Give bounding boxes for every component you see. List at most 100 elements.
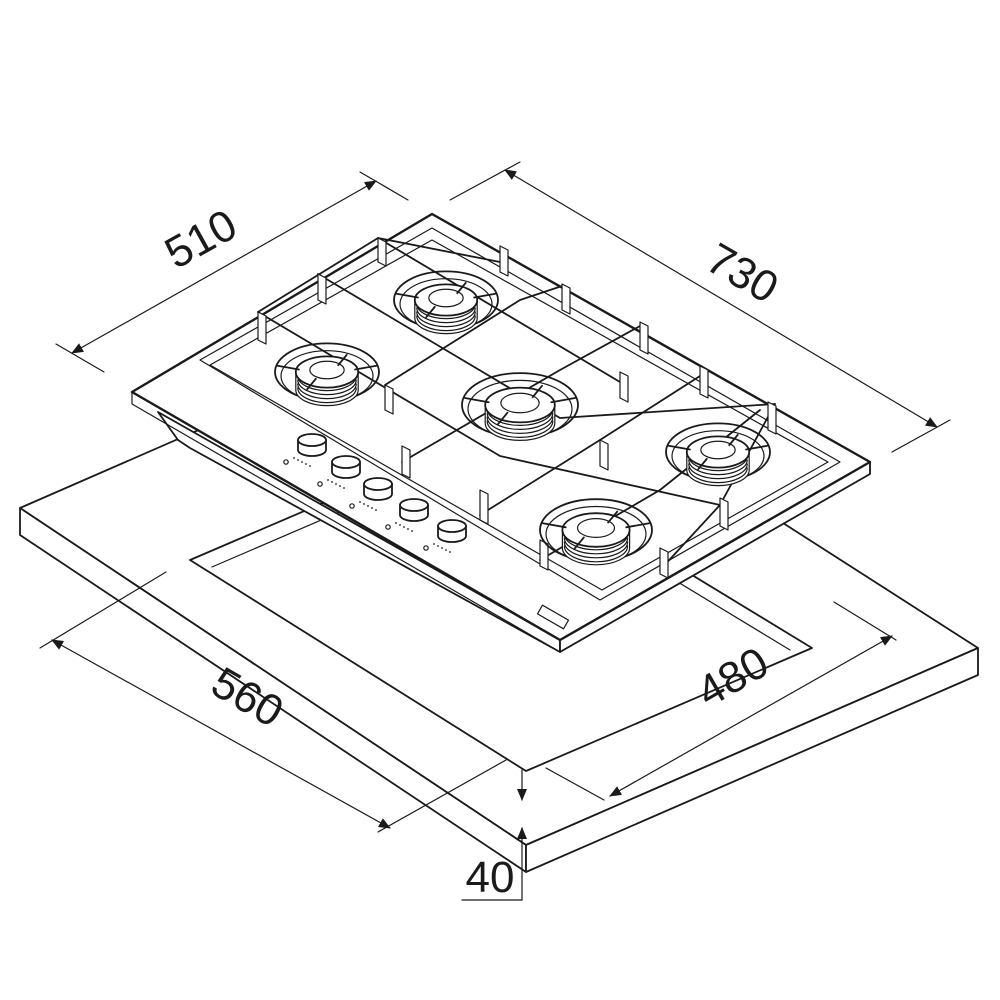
knob-scale-dot bbox=[339, 485, 341, 487]
extension-line bbox=[449, 161, 521, 201]
burner-ridge bbox=[563, 537, 629, 555]
support-finger bbox=[607, 510, 619, 524]
knob-top bbox=[437, 519, 467, 533]
knob-scale-dot bbox=[301, 461, 303, 463]
support-finger bbox=[463, 397, 490, 404]
burner-symbol-icon bbox=[423, 545, 429, 551]
burner-ridge bbox=[416, 307, 476, 324]
burner bbox=[539, 498, 653, 566]
control-knob[interactable] bbox=[317, 455, 361, 489]
burner-ridge bbox=[416, 303, 476, 320]
dimension-line-510 bbox=[71, 180, 377, 354]
support-finger bbox=[625, 522, 651, 529]
dimension-label-730: 730 bbox=[698, 234, 786, 313]
support-finger bbox=[354, 364, 378, 371]
burner bbox=[274, 342, 380, 407]
burner-ridge bbox=[297, 387, 357, 404]
burner-ridge bbox=[297, 379, 357, 396]
grid-riser bbox=[561, 283, 571, 315]
burner-ridge bbox=[297, 375, 357, 392]
burner-ridge bbox=[688, 455, 748, 472]
knob-scale-dot bbox=[395, 522, 397, 524]
grid-riser bbox=[384, 384, 394, 415]
extension-line bbox=[55, 343, 105, 373]
knob-scale-dot bbox=[293, 457, 295, 459]
control-knob[interactable] bbox=[385, 498, 429, 532]
support-finger bbox=[337, 353, 348, 367]
knob-scale-dot bbox=[371, 507, 373, 509]
grid-riser bbox=[767, 401, 777, 435]
knob-scale-dot bbox=[411, 530, 413, 532]
brand-badge bbox=[536, 604, 570, 630]
grid-riser bbox=[257, 311, 267, 345]
burner-symbol-icon bbox=[349, 503, 355, 509]
burner-cap-center bbox=[428, 288, 464, 308]
burner-ridge bbox=[563, 545, 629, 563]
dimension-line-480 bbox=[609, 635, 893, 797]
burner-ridge bbox=[563, 533, 629, 551]
control-knob[interactable] bbox=[423, 519, 467, 553]
support-finger bbox=[425, 305, 436, 319]
knob-scale-dot bbox=[327, 479, 329, 481]
knob-scale-dot bbox=[343, 487, 345, 489]
support-finger bbox=[456, 281, 467, 295]
grid-riser bbox=[401, 445, 411, 479]
knob-scale-dot bbox=[331, 481, 333, 483]
knob-scale-dot bbox=[359, 501, 361, 503]
knob-scale-dot bbox=[445, 549, 447, 551]
knob-scale-dot bbox=[399, 524, 401, 526]
grid-riser bbox=[317, 273, 327, 305]
grid-riser bbox=[377, 237, 387, 267]
knob-scale-dot bbox=[305, 463, 307, 465]
control-knob[interactable] bbox=[283, 433, 327, 467]
knob-top bbox=[331, 455, 361, 469]
support-finger bbox=[473, 292, 497, 299]
burner-ridge bbox=[688, 459, 748, 476]
grid-riser bbox=[619, 371, 629, 403]
support-finger bbox=[541, 522, 567, 529]
knob-scale-dot bbox=[335, 483, 337, 485]
burner-symbol-icon bbox=[283, 459, 289, 465]
burner-ridge bbox=[563, 541, 629, 559]
grid-riser bbox=[599, 439, 609, 471]
dimension-label-510: 510 bbox=[157, 200, 245, 278]
burner bbox=[665, 422, 771, 487]
knob-scale-dot bbox=[403, 526, 405, 528]
burner-symbol-icon bbox=[385, 524, 391, 530]
knob-top bbox=[297, 433, 327, 447]
extension-line bbox=[833, 601, 897, 641]
knob-top bbox=[363, 477, 393, 491]
burner-ridge bbox=[416, 315, 476, 332]
burner bbox=[393, 270, 499, 335]
knob-top bbox=[399, 498, 429, 512]
knob-scale-dot bbox=[367, 505, 369, 507]
dimension-line-560 bbox=[51, 639, 391, 829]
knob-scale-dot bbox=[449, 551, 451, 553]
grid-riser bbox=[719, 497, 729, 531]
burner-ridge bbox=[688, 467, 748, 484]
burner-cap-center bbox=[700, 440, 736, 460]
support-finger bbox=[697, 457, 708, 471]
knob-scale-dot bbox=[363, 503, 365, 505]
knob-scale-dot bbox=[309, 465, 311, 467]
knob-scale-dot bbox=[441, 547, 443, 549]
burner-symbol-icon bbox=[317, 481, 323, 487]
control-knobs bbox=[283, 433, 467, 553]
burner-cap-center bbox=[309, 360, 345, 380]
extension-line bbox=[39, 571, 167, 649]
control-knob[interactable] bbox=[349, 477, 393, 511]
dimension-label-40: 40 bbox=[466, 853, 515, 902]
burner-ridge bbox=[416, 311, 476, 328]
extension-line bbox=[359, 171, 409, 201]
burner-ridge bbox=[486, 420, 554, 438]
dimension-40: 40 bbox=[461, 769, 527, 902]
grid-riser bbox=[659, 547, 669, 579]
grid-riser bbox=[639, 321, 649, 355]
extension-line bbox=[545, 767, 605, 801]
burner-ridge bbox=[297, 383, 357, 400]
support-finger bbox=[728, 433, 739, 447]
knob-scale-dot bbox=[407, 528, 409, 530]
knob-scale-dot bbox=[437, 545, 439, 547]
grid-riser bbox=[499, 245, 509, 277]
